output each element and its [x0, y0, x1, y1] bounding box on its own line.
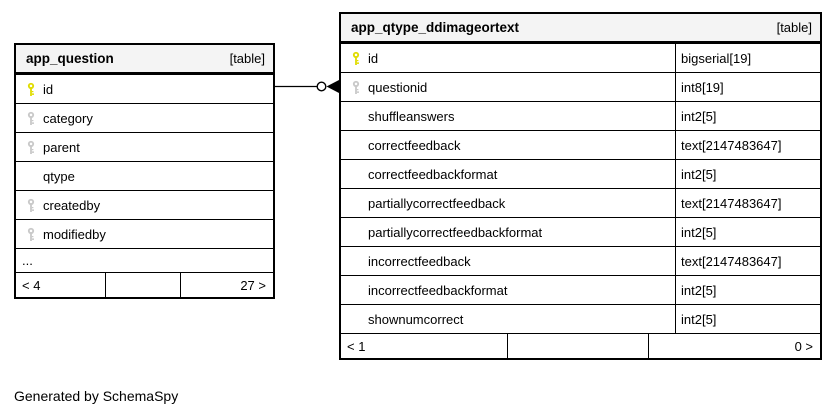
outgoing-relations-count: 0 >	[647, 334, 820, 358]
table-row: id bigserial[19]	[341, 43, 820, 72]
table-row: incorrectfeedbackformat int2[5]	[341, 275, 820, 304]
column-name: incorrectfeedbackformat	[368, 282, 508, 298]
column-type: int8[19]	[675, 73, 820, 101]
column-name: category	[43, 110, 93, 126]
column-type: text[2147483647]	[675, 131, 820, 159]
table-row: qtype	[16, 161, 273, 190]
table-title: app_question	[26, 51, 114, 66]
column-type: int2[5]	[675, 102, 820, 130]
column-name: createdby	[43, 197, 101, 213]
hidden-columns-ellipsis: ...	[16, 248, 273, 272]
column-name: shownumcorrect	[368, 311, 464, 327]
column-name: questionid	[368, 79, 428, 95]
table-footer: < 4 27 >	[16, 272, 273, 297]
table-row: parent	[16, 132, 273, 161]
table-footer: < 1 0 >	[341, 333, 820, 358]
primary-key-icon	[27, 82, 35, 96]
table-header[interactable]: app_qtype_ddimageortext [table]	[341, 14, 820, 43]
foreign-key-icon	[352, 80, 360, 94]
foreign-key-icon	[27, 140, 35, 154]
foreign-key-icon	[27, 227, 35, 241]
column-name: correctfeedbackformat	[368, 166, 498, 182]
table-title: app_qtype_ddimageortext	[351, 20, 520, 35]
table-row: partiallycorrectfeedbackformat int2[5]	[341, 217, 820, 246]
table-kind-label: [table]	[776, 20, 812, 35]
column-type: int2[5]	[675, 160, 820, 188]
column-name: partiallycorrectfeedback	[368, 195, 506, 211]
footer-middle-cell	[104, 273, 181, 297]
table-row: createdby	[16, 190, 273, 219]
column-name: partiallycorrectfeedbackformat	[368, 224, 543, 240]
foreign-key-icon	[27, 111, 35, 125]
column-name: modifiedby	[43, 226, 106, 242]
column-name: qtype	[43, 168, 75, 184]
footer-middle-cell	[506, 334, 648, 358]
table-header[interactable]: app_question [table]	[16, 45, 273, 74]
outgoing-relations-count: 27 >	[180, 273, 273, 297]
foreign-key-icon	[27, 198, 35, 212]
column-name: id	[43, 81, 54, 97]
column-name: id	[368, 50, 379, 66]
column-type: int2[5]	[675, 276, 820, 304]
optional-circle-marker	[316, 81, 327, 92]
table-row: correctfeedbackformat int2[5]	[341, 159, 820, 188]
column-type: text[2147483647]	[675, 189, 820, 217]
column-type: bigserial[19]	[675, 44, 820, 72]
primary-key-icon	[352, 51, 360, 65]
table-row: modifiedby	[16, 219, 273, 248]
ellipsis-label: ...	[22, 253, 33, 268]
column-name: parent	[43, 139, 80, 155]
incoming-relations-count: < 4	[22, 277, 41, 293]
table-app-qtype-ddimageortext[interactable]: app_qtype_ddimageortext [table] id bigse…	[339, 12, 822, 360]
table-row: category	[16, 103, 273, 132]
crow-foot-marker	[326, 80, 339, 93]
table-row: id	[16, 74, 273, 103]
table-app-question[interactable]: app_question [table] id category parent	[14, 43, 275, 299]
column-type: int2[5]	[675, 218, 820, 246]
table-row: questionid int8[19]	[341, 72, 820, 101]
column-name: correctfeedback	[368, 137, 461, 153]
table-row: shownumcorrect int2[5]	[341, 304, 820, 333]
table-row: shuffleanswers int2[5]	[341, 101, 820, 130]
column-name: shuffleanswers	[368, 108, 455, 124]
table-row: correctfeedback text[2147483647]	[341, 130, 820, 159]
table-kind-label: [table]	[229, 51, 265, 66]
generated-by-caption: Generated by SchemaSpy	[14, 388, 179, 404]
column-type: text[2147483647]	[675, 247, 820, 275]
incoming-relations-count: < 1	[347, 338, 366, 354]
table-row: incorrectfeedback text[2147483647]	[341, 246, 820, 275]
table-row: partiallycorrectfeedback text[2147483647…	[341, 188, 820, 217]
column-name: incorrectfeedback	[368, 253, 471, 269]
column-type: int2[5]	[675, 305, 820, 333]
